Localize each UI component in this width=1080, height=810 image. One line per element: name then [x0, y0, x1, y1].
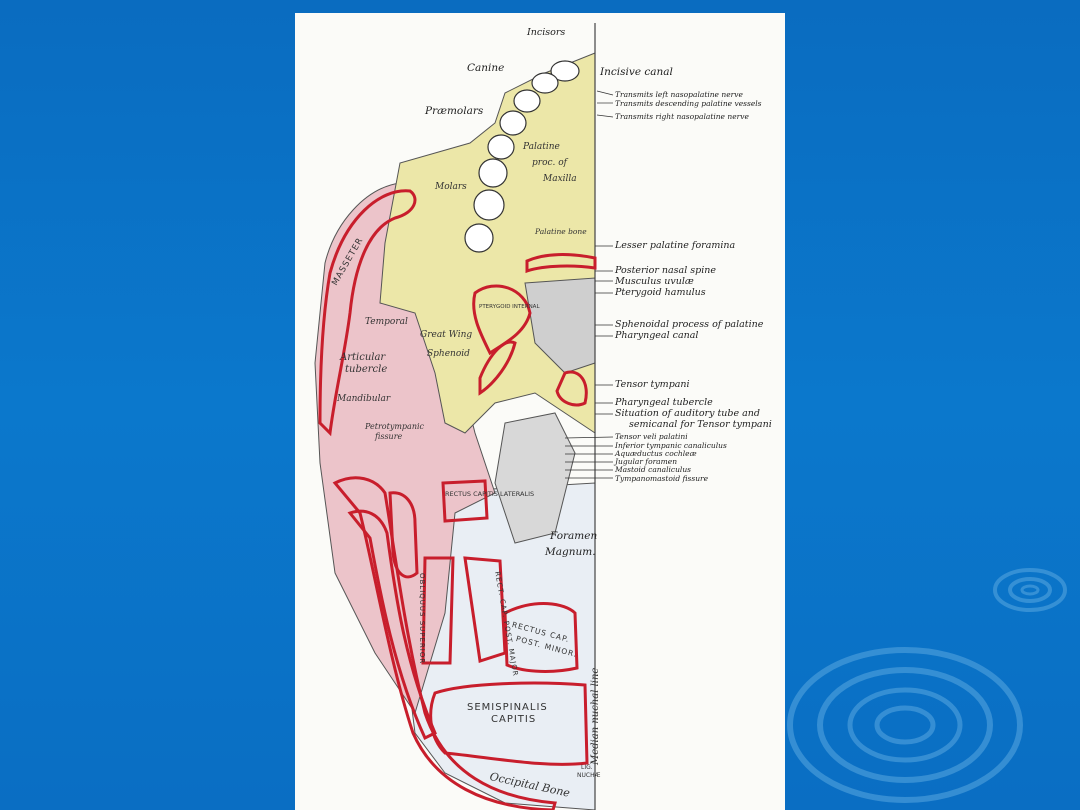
- label-obliquus-superior: OBLIQUUS SUPERIOR: [418, 573, 426, 665]
- label-lesser-palatine-foramina: Lesser palatine foramina: [615, 240, 736, 251]
- label-descending-palatine: Transmits descending palatine vessels: [615, 99, 762, 108]
- label-proc-of: proc. of: [532, 158, 567, 168]
- ripple-decoration: [787, 568, 1067, 803]
- label-molars: Molars: [435, 182, 467, 192]
- label-foramen: Foramen: [550, 530, 598, 542]
- label-petrotympanic: Petrotympanic: [365, 422, 425, 431]
- label-temporal: Temporal: [365, 317, 408, 327]
- label-right-nasopalatine: Transmits right nasopalatine nerve: [615, 112, 749, 121]
- label-semicanal: semicanal for Tensor tympani: [629, 419, 772, 430]
- label-tubercle: tubercle: [345, 364, 388, 375]
- label-median-nuchal-line: Median nuchal line: [590, 667, 601, 765]
- label-jugular-foramen: Jugular foramen: [615, 457, 678, 466]
- teeth: [464, 60, 580, 253]
- label-tensor-veli-palatini: Tensor veli palatini: [615, 432, 688, 441]
- label-sphenoid: Sphenoid: [427, 349, 470, 359]
- label-inferior-tympanic: Inferior tympanic canaliculus: [615, 441, 727, 450]
- label-nuchae: NUCHÆ: [577, 772, 601, 779]
- label-tympanomastoid: Tympanomastoid fissure: [615, 474, 709, 483]
- label-fissure: fissure: [375, 432, 403, 441]
- label-semispinalis: SEMISPINALIS: [467, 702, 548, 713]
- rectus-cap-post-minor: [503, 602, 579, 673]
- label-pharyngeal-canal: Pharyngeal canal: [615, 330, 699, 341]
- label-incisive-canal: Incisive canal: [600, 66, 673, 78]
- label-canine: Canine: [467, 62, 505, 74]
- obliquus-superior: [421, 556, 455, 665]
- label-incisors: Incisors: [527, 27, 566, 38]
- label-auditory-tube: Situation of auditory tube and: [615, 408, 761, 419]
- label-aquaeductus: Aquæductus cochleæ: [615, 449, 697, 458]
- label-posterior-nasal-spine: Posterior nasal spine: [615, 265, 717, 276]
- label-rectus-capitis-lateralis: RECTUS CAPITIS LATERALIS: [445, 490, 535, 498]
- label-pterygoid-hamulus: Pterygoid hamulus: [615, 287, 706, 298]
- label-articular: Articular: [340, 352, 386, 363]
- rectus-capitis-lateralis: [441, 479, 489, 523]
- rect-cap-post-major: [463, 556, 507, 663]
- label-magnum: Magnum.: [545, 546, 596, 558]
- skull-base-figure: Palatine proc. of Maxilla Palatine bone …: [295, 13, 785, 810]
- label-mandibular: Mandibular: [337, 394, 391, 404]
- label-musculus-uvulae: Musculus uvulæ: [615, 276, 694, 287]
- label-mastoid-canaliculus: Mastoid canaliculus: [615, 465, 691, 474]
- masseter-attachment: [318, 189, 417, 437]
- label-capitis: CAPITIS: [491, 714, 537, 725]
- label-sphenoidal-process: Sphenoidal process of palatine: [615, 319, 764, 330]
- label-praemolars: Præmolars: [425, 105, 484, 117]
- label-great-wing: Great Wing: [420, 330, 473, 340]
- skull-base-drawing: [314, 23, 597, 810]
- label-palatine-bone: Palatine bone: [535, 227, 587, 236]
- label-left-nasopalatine: Transmits left nasopalatine nerve: [615, 90, 743, 99]
- label-maxilla: Maxilla: [543, 174, 577, 184]
- label-pterygoid-internal: PTERYGOID INTERNAL: [479, 304, 540, 310]
- label-tensor-tympani: Tensor tympani: [615, 379, 690, 390]
- label-lig: LIG.: [581, 764, 593, 771]
- label-palatine-proc: Palatine: [523, 142, 560, 152]
- pterygoid-attachment: [472, 284, 532, 356]
- label-pharyngeal-tubercle: Pharyngeal tubercle: [615, 397, 713, 408]
